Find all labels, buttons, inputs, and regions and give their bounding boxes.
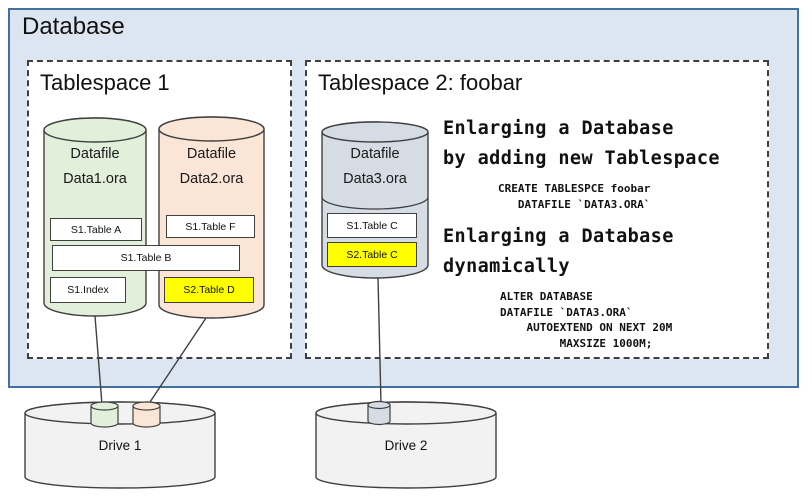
drive2-datafile3-segment — [367, 400, 391, 426]
datafile3-label: Datafile Data3.ora — [322, 142, 428, 192]
datafile1-label-line1: Datafile — [70, 146, 120, 162]
datafile1-label-line2: Data1.ora — [63, 171, 127, 187]
datafile1-label: Datafile Data1.ora — [44, 142, 146, 192]
datafile2-label: Datafile Data2.ora — [159, 142, 264, 192]
note-heading1-line1: Enlarging a Database — [443, 118, 674, 139]
table-s1-index: S1.Index — [50, 277, 126, 303]
note-heading2-line1: Enlarging a Database — [443, 226, 674, 247]
table-s1-table-c: S1.Table C — [327, 213, 417, 238]
drive1-datafile2-segment — [132, 401, 161, 428]
database-title: Database — [22, 13, 125, 40]
table-s2-table-d: S2.Table D — [164, 277, 254, 303]
table-s1-table-a: S1.Table A — [50, 218, 142, 241]
note-heading-dynamically: Enlarging a Database dynamically — [443, 222, 674, 282]
drive1-label: Drive 1 — [98, 438, 142, 453]
note-heading2-line2: dynamically — [443, 256, 570, 277]
tablespace1-container — [27, 60, 292, 359]
datafile3-label-line2: Data3.ora — [343, 171, 407, 187]
sql-alter-database: ALTER DATABASE DATAFILE `DATA3.ORA` AUTO… — [500, 290, 673, 350]
table-s1-table-b: S1.Table B — [52, 245, 240, 271]
datafile2-label-line1: Datafile — [186, 146, 237, 162]
sql-create-tablespace: CREATE TABLESPCE foobar DATAFILE `DATA3.… — [498, 182, 651, 211]
datafile3-label-line1: Datafile — [350, 146, 400, 162]
datafile2-label-line2: Data2.ora — [179, 171, 244, 187]
drive2-label: Drive 2 — [384, 438, 428, 453]
tablespace1-title: Tablespace 1 — [40, 70, 170, 95]
note-heading-add-tablespace: Enlarging a Database by adding new Table… — [443, 114, 720, 174]
drive1-datafile1-segment — [90, 401, 119, 428]
note-heading1-line2: by adding new Tablespace — [443, 148, 720, 169]
table-s1-table-f: S1.Table F — [166, 215, 255, 238]
tablespace2-title: Tablespace 2: foobar — [318, 70, 523, 95]
table-s2-table-c: S2.Table C — [327, 242, 417, 267]
